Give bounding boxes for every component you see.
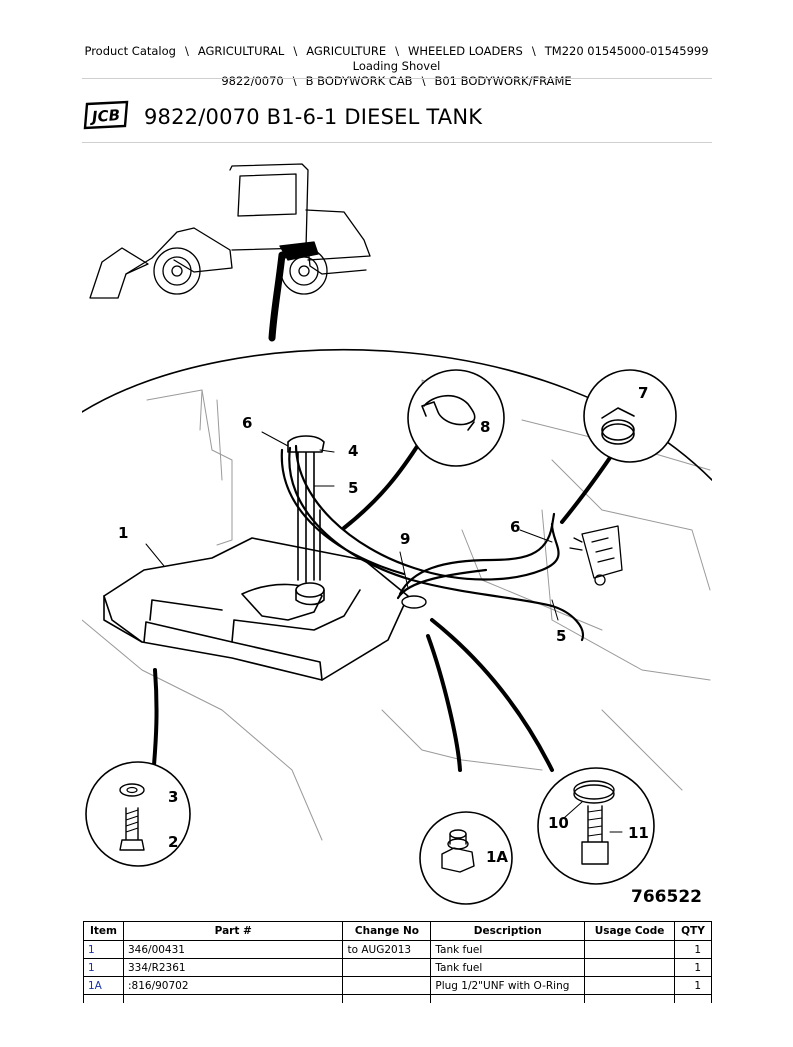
breadcrumb-separator: \ [184,44,189,58]
table-row: 1 346/00431 to AUG2013 Tank fuel 1 [83,940,713,959]
column-header-change-no: Change No [342,921,432,941]
callout-label: 9 [400,530,410,548]
breadcrumb-item[interactable]: AGRICULTURE [306,44,387,58]
item-link[interactable]: 1 [88,961,95,974]
part-number-cell: 334/R2361 [122,958,344,977]
callout-label: 7 [638,384,648,402]
callout-labels: 6 4 5 1 9 6 5 8 7 3 2 1A 10 11 766522 [118,384,702,907]
leader-10-11 [430,618,554,772]
fuel-hoses [280,444,585,642]
breadcrumb-item[interactable]: AGRICULTURAL [197,44,285,58]
usage-code-cell [584,958,675,977]
detail-circle-8 [407,369,505,467]
callout-label: 1A [486,848,508,866]
item-link[interactable]: 1 [88,943,95,956]
usage-code-cell [584,976,675,995]
breadcrumb-item[interactable]: 9822/0070 [221,74,284,88]
table-row: 1A :816/90702 Plug 1/2"UNF with O-Ring 1 [83,976,713,995]
jcb-logo: JCB [83,100,129,130]
column-header-item: Item [83,921,124,941]
parts-table-header: Item Part # Change No Description Usage … [83,921,713,941]
qty-cell: 1 [673,976,713,995]
page-title: 9822/0070 B1-6-1 DIESEL TANK [144,105,483,129]
parts-table: Item Part # Change No Description Usage … [83,921,713,1003]
description-cell: Tank fuel [430,958,586,977]
breadcrumb-item[interactable]: WHEELED LOADERS [408,44,523,58]
change-no-cell [342,976,432,995]
title-divider [82,142,712,143]
detail-circle-1a [419,811,513,905]
description-cell: Plug 1/2"UNF with O-Ring [430,976,586,995]
callout-label: 6 [510,518,520,536]
diagram-reference-number: 766522 [631,887,702,907]
parts-diagram: 6 4 5 1 9 6 5 8 7 3 2 1A 10 11 766522 [82,163,712,907]
detail-circle-3-4 [85,761,191,867]
description-cell: Tank fuel [430,940,586,959]
logo-text: JCB [88,106,120,126]
top-divider [82,78,712,79]
machine-leader [268,251,286,342]
callout-label: 1 [118,524,128,542]
callout-label: 5 [348,479,358,497]
breadcrumb-separator: \ [292,74,297,88]
leader-8 [342,440,422,530]
loader-machine [89,163,371,299]
breadcrumb-item[interactable]: B01 BODYWORK/FRAME [434,74,572,88]
table-row: 1 334/R2361 Tank fuel 1 [83,958,713,977]
breadcrumb-line-1: Product Catalog \ AGRICULTURAL \ AGRICULTURE… [60,44,733,74]
callout-label: 8 [480,418,490,436]
breadcrumb-item[interactable]: TM220 01545000-01545999 Loading Shovel [352,44,709,73]
column-header-part-number: Part # [122,921,344,941]
breadcrumb-line-2: 9822/0070 \ B BODYWORK CAB \ B01 BODYWORK/FR… [60,74,733,89]
callout-label: 11 [628,824,649,842]
leader-1a [426,634,462,772]
diesel-tank [103,537,409,681]
callout-label: 3 [168,788,178,806]
qty-cell: 1 [673,940,713,959]
qty-cell: 1 [673,958,713,977]
breadcrumb-item[interactable]: B BODYWORK CAB [305,74,413,88]
column-header-qty: QTY [673,921,713,941]
breadcrumb-separator: \ [395,44,399,58]
callout-label: 6 [242,414,252,432]
breadcrumb: Product Catalog \ AGRICULTURAL \ AGRICULTURE… [60,44,733,89]
breadcrumb-separator: \ [531,44,536,58]
part-number-cell: 346/00431 [122,940,344,959]
change-no-cell [342,958,432,977]
table-row-continued [83,994,713,1003]
callout-label: 10 [548,814,569,832]
detail-circle-7 [583,369,677,463]
breadcrumb-separator: \ [293,44,298,58]
change-no-cell: to AUG2013 [342,940,432,959]
detail-circle-10-11 [537,767,655,885]
column-header-description: Description [430,921,586,941]
fuel-filter [569,525,623,586]
callout-label: 5 [556,627,566,645]
part-number-cell: :816/90702 [122,976,344,995]
usage-code-cell [584,940,675,959]
leader-3-4 [152,668,159,767]
callout-label: 2 [168,833,178,851]
callout-leaders [145,431,559,621]
breadcrumb-separator: \ [421,74,426,88]
column-header-usage-code: Usage Code [584,921,675,941]
breadcrumb-item[interactable]: Product Catalog [84,44,176,58]
item-link[interactable]: 1A [88,979,102,992]
callout-label: 4 [348,442,358,460]
